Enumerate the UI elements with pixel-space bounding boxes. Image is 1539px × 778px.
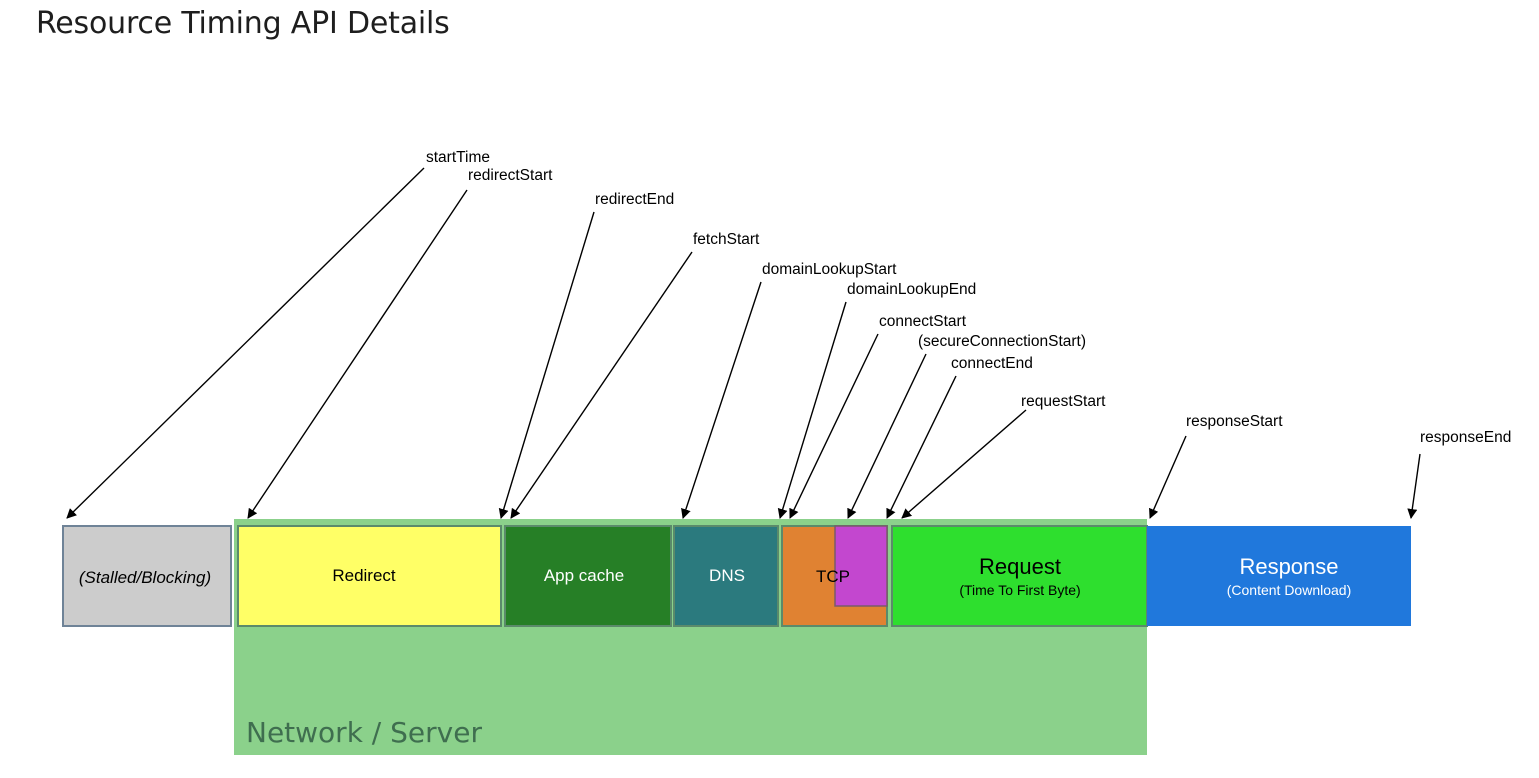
arrow-startTime [66,167,425,519]
arrow-requestStart [901,409,1027,519]
label-connectEnd: connectEnd [951,355,1033,372]
arrow-redirectStart [247,189,468,519]
arrow-connectStart [789,333,879,519]
arrow-responseStart [1149,435,1187,519]
stalled-label: (Stalled/Blocking) [79,568,211,587]
stalled-phase [62,525,232,627]
label-requestStart: requestStart [1021,393,1106,410]
arrow-responseEnd [1407,453,1421,519]
app-cache-phase [504,525,672,627]
label-connectStart: connectStart [879,313,967,330]
arrow-redirectEnd [498,211,595,519]
label-redirectStart: redirectStart [468,167,553,184]
label-responseStart: responseStart [1186,413,1283,430]
secure-connection-phase [834,525,888,607]
request-phase [891,525,1148,627]
request-label: Request [979,554,1061,579]
redirect-phase [237,525,502,627]
label-domainLookupStart: domainLookupStart [762,261,897,278]
response-phase [1147,526,1411,626]
label-fetchStart: fetchStart [693,231,760,248]
redirect-label: Redirect [332,566,396,585]
network-server-label: Network / Server [246,716,482,749]
arrow-connectEnd [886,375,957,519]
tcp-label: TCP [816,567,850,586]
page-title: Resource Timing API Details [36,6,450,41]
dns-label: DNS [709,566,745,585]
label-secureConnectionStart: (secureConnectionStart) [918,333,1086,350]
label-startTime: startTime [426,149,490,166]
arrow-domainLookupStart [681,281,762,519]
arrow-fetchStart [510,251,693,519]
arrow-secureConnectionStart [847,353,927,519]
label-responseEnd: responseEnd [1420,429,1511,446]
response-label: Response [1239,554,1338,579]
arrow-domainLookupEnd [777,301,847,519]
label-redirectEnd: redirectEnd [595,191,674,208]
request-sublabel: (Time To First Byte) [959,582,1080,598]
label-domainLookupEnd: domainLookupEnd [847,281,976,298]
app-cache-label: App cache [544,566,624,585]
dns-phase [673,525,779,627]
response-sublabel: (Content Download) [1227,582,1352,598]
